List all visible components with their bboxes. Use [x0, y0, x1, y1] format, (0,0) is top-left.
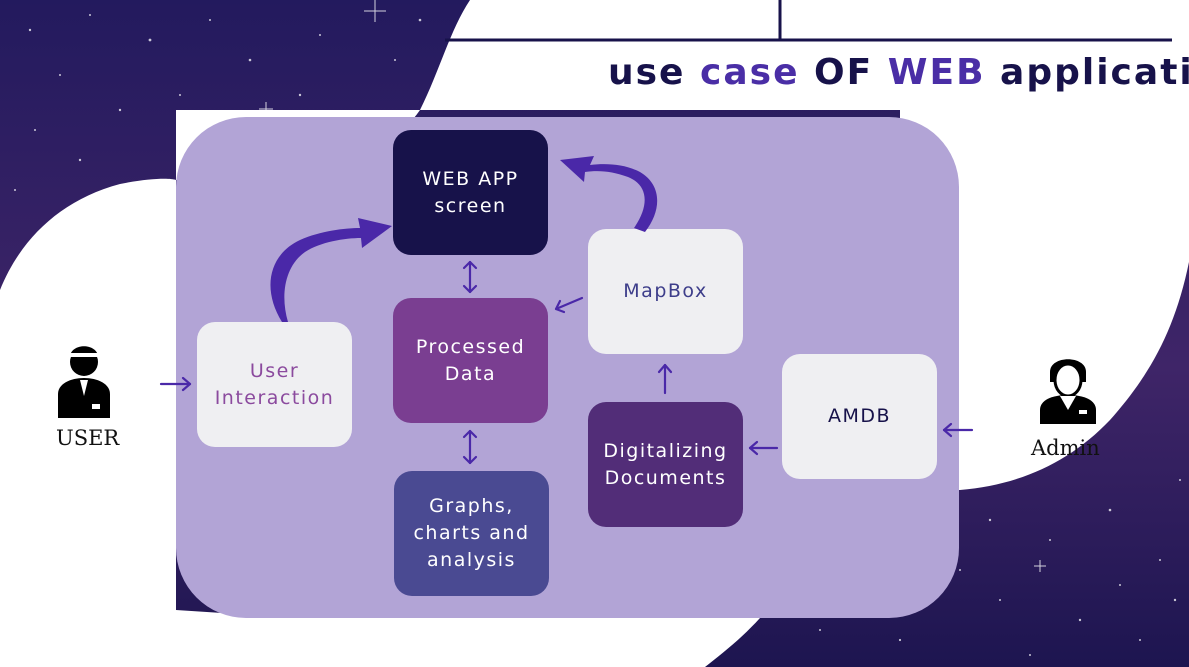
- node-user-interaction: User Interaction: [197, 322, 352, 447]
- title-part-1: use: [608, 52, 701, 93]
- node-web-app-screen: WEB APP screen: [393, 130, 548, 255]
- node-processed-data: Processed Data: [393, 298, 548, 423]
- title-part-5: application: [1000, 52, 1189, 93]
- node-amdb: AMDB: [782, 354, 937, 479]
- node-digitalizing-documents: Digitalizing Documents: [588, 402, 743, 527]
- title-part-3: OF: [799, 52, 888, 93]
- actor-admin-label: Admin: [1031, 436, 1100, 460]
- node-graphs-charts-analysis: Graphs, charts and analysis: [394, 471, 549, 596]
- node-mapbox: MapBox: [588, 229, 743, 354]
- actor-user-label: USER: [56, 426, 120, 450]
- page-title: use case OF WEB application: [608, 52, 1189, 93]
- title-part-2: case: [700, 52, 800, 93]
- title-part-4: WEB: [887, 52, 986, 93]
